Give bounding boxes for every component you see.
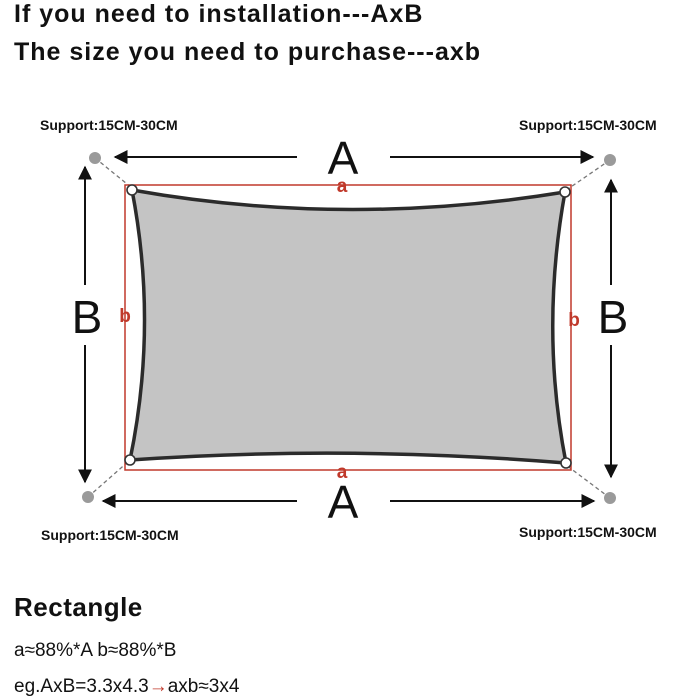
label-b-left: b	[119, 306, 131, 327]
example-suffix: axb≈3x4	[167, 676, 240, 697]
support-label-top-left: Support:15CM-30CM	[40, 117, 178, 133]
corner-rings	[124, 184, 572, 469]
support-point-bottom-left	[82, 491, 94, 503]
label-a-top: a	[337, 176, 348, 197]
label-A-top: A	[328, 132, 359, 184]
support-label-top-right: Support:15CM-30CM	[519, 117, 657, 133]
example-prefix: eg.AxB=3.3x4.3	[14, 676, 149, 697]
support-label-bottom-right: Support:15CM-30CM	[519, 524, 657, 540]
support-line-bottom-left	[87, 459, 131, 498]
ring-top-right	[559, 186, 571, 198]
label-B-right: B	[598, 291, 629, 343]
support-line-bottom-right	[565, 464, 611, 499]
ring-bottom-left	[124, 454, 136, 466]
ratio-formula: a≈88%*A b≈88%*B	[14, 640, 177, 661]
support-line-top-right	[564, 159, 611, 192]
support-line-top-left	[94, 157, 133, 189]
ring-top-left	[126, 184, 138, 196]
label-b-right: b	[568, 310, 580, 331]
support-point-bottom-right	[604, 492, 616, 504]
label-a-bottom: a	[337, 462, 348, 483]
shade-sail	[128, 188, 568, 465]
purchase-size-rectangle	[124, 184, 572, 471]
right-arrow-icon: →	[148, 676, 168, 697]
label-A-bottom: A	[328, 476, 359, 528]
support-point-top-right	[604, 154, 616, 166]
ring-bottom-right	[560, 457, 572, 469]
example-formula: eg.AxB=3.3x4.3→axb≈3x4	[14, 676, 239, 698]
support-points	[82, 152, 616, 504]
support-point-top-left	[89, 152, 101, 164]
support-label-bottom-left: Support:15CM-30CM	[41, 527, 179, 543]
purchase-size-line: The size you need to purchase---axb	[14, 38, 482, 66]
label-B-left: B	[72, 291, 103, 343]
support-lines	[87, 157, 611, 499]
installation-size-line: If you need to installation---AxB	[14, 0, 424, 28]
dimension-arrows	[78, 150, 618, 508]
shape-title: Rectangle	[14, 592, 143, 622]
